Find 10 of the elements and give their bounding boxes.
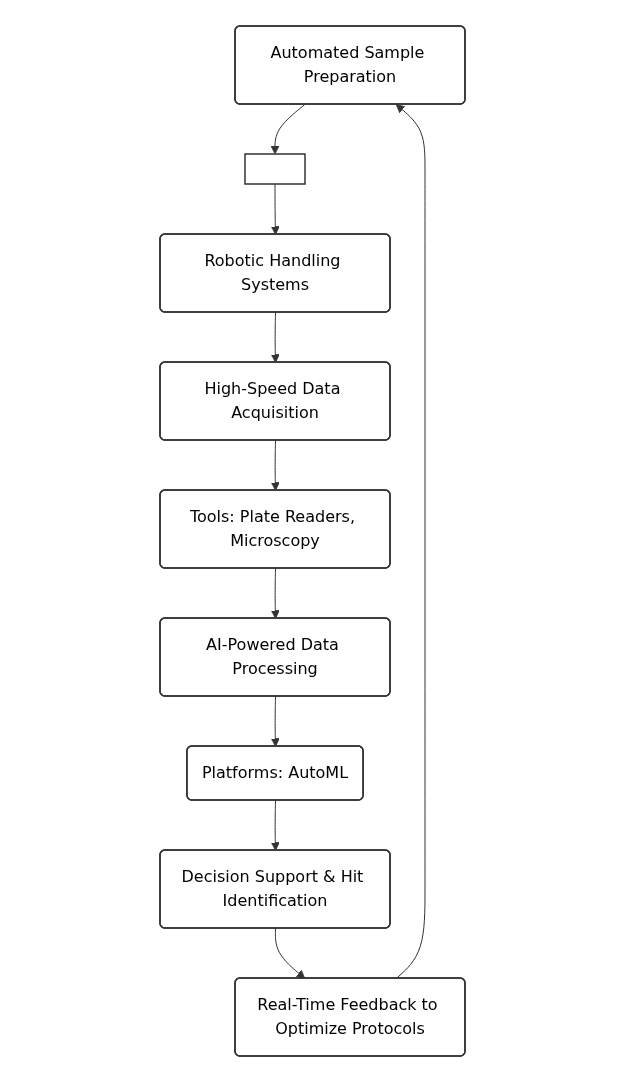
node-box [244, 153, 306, 185]
arrow [270, 104, 306, 155]
arrow [270, 696, 280, 747]
arrow [270, 800, 280, 851]
arrow [274, 928, 306, 979]
arrow [270, 440, 280, 491]
arrow [395, 104, 426, 979]
arrow [270, 183, 280, 235]
arrow [270, 568, 280, 619]
arrow [270, 312, 280, 363]
